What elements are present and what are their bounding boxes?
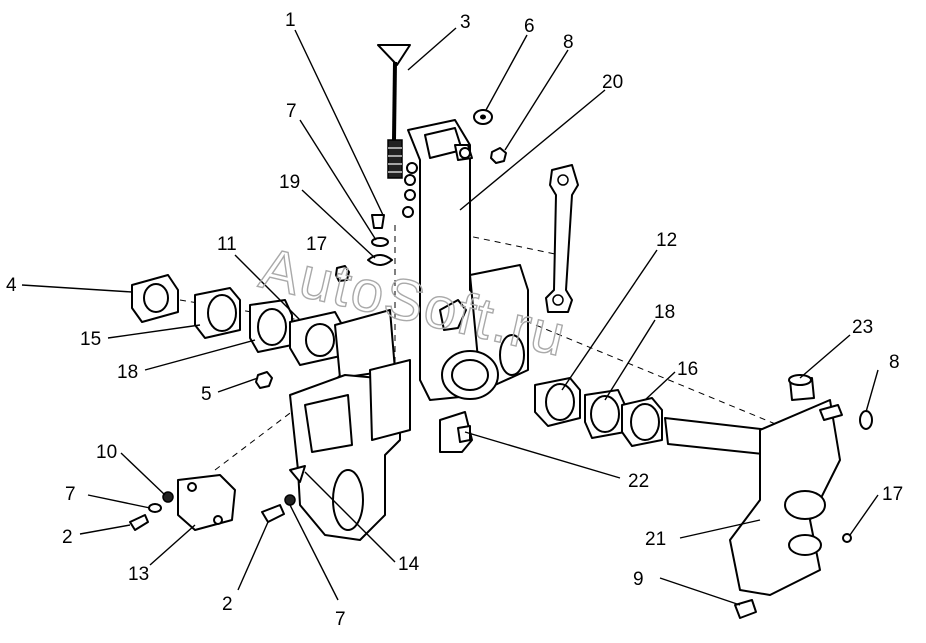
right-bearing-stack — [534, 377, 663, 447]
callout-13: 13 — [128, 564, 149, 585]
callout-8-right: 8 — [889, 352, 900, 373]
left-bearing-stack — [131, 274, 396, 379]
callout-1: 1 — [285, 10, 296, 31]
top-hardware — [335, 109, 507, 282]
nut-5 — [255, 371, 273, 389]
adjusting-rod — [377, 44, 411, 179]
callout-18-right: 18 — [654, 302, 675, 323]
leader-lines — [21, 27, 879, 606]
clip-22 — [439, 411, 473, 453]
callout-11: 11 — [217, 234, 237, 255]
callout-7: 7 — [286, 101, 297, 122]
slack-adjuster-arm — [402, 119, 529, 401]
callout-17-right: 17 — [882, 484, 903, 505]
callout-labels: 1 3 6 8 20 7 19 11 17 4 15 18 5 12 18 16… — [6, 10, 903, 630]
callout-16: 16 — [677, 359, 698, 380]
callout-5: 5 — [201, 384, 212, 405]
callout-9: 9 — [633, 569, 644, 590]
callout-2-bottom: 2 — [222, 594, 233, 615]
connecting-link — [545, 164, 579, 313]
callout-19: 19 — [279, 172, 300, 193]
callout-18: 18 — [117, 362, 138, 383]
callout-6: 6 — [524, 16, 535, 37]
camshaft-bracket — [664, 374, 873, 619]
callout-4: 4 — [6, 275, 17, 296]
callout-12: 12 — [656, 230, 677, 251]
callout-8: 8 — [563, 32, 574, 53]
callout-7-left: 7 — [65, 484, 76, 505]
callout-3: 3 — [460, 12, 471, 33]
callout-15: 15 — [80, 329, 101, 350]
cover-plate-assembly — [129, 465, 306, 531]
callout-22: 22 — [628, 471, 649, 492]
callout-17: 17 — [306, 234, 327, 255]
callout-23: 23 — [852, 317, 873, 338]
mounting-bracket — [289, 359, 411, 541]
callout-20: 20 — [602, 72, 623, 93]
callout-2-left: 2 — [62, 527, 73, 548]
callout-21: 21 — [645, 529, 666, 550]
callout-14: 14 — [398, 554, 420, 575]
callout-7-bottom: 7 — [335, 609, 346, 630]
callout-10: 10 — [96, 442, 117, 463]
